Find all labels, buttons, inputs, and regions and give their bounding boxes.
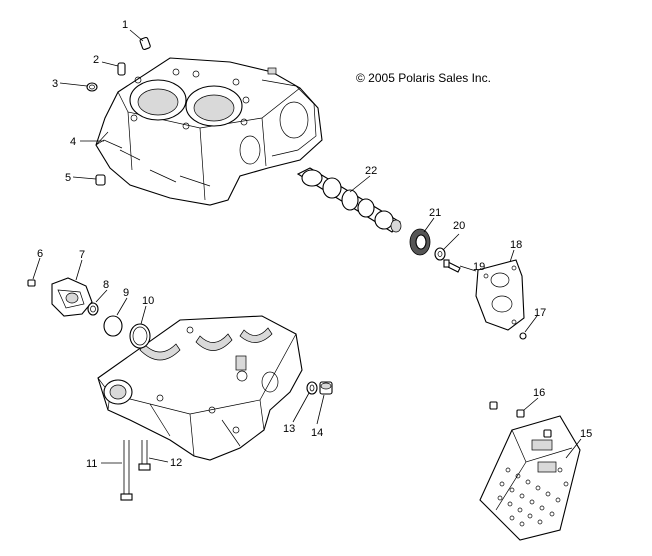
callout-10: 10 xyxy=(142,295,154,307)
callout-17: 17 xyxy=(534,307,546,319)
bolt-12 xyxy=(138,440,151,471)
dowel-pin-2 xyxy=(117,62,126,76)
callout-21: 21 xyxy=(429,207,441,219)
callout-11: 11 xyxy=(86,458,97,470)
callout-12: 12 xyxy=(170,457,182,469)
snap-ring-10 xyxy=(129,323,151,349)
dowel-pin-1 xyxy=(139,36,151,50)
upper-crankcase xyxy=(95,57,323,206)
washer-13 xyxy=(306,381,318,395)
callout-7: 7 xyxy=(79,249,85,261)
callout-3: 3 xyxy=(52,78,58,90)
callout-16: 16 xyxy=(533,387,545,399)
cover-7 xyxy=(51,277,93,317)
o-ring-3 xyxy=(86,82,98,92)
callout-19: 19 xyxy=(473,261,485,273)
lower-crankcase xyxy=(97,315,303,461)
callout-8: 8 xyxy=(103,279,109,291)
camshaft xyxy=(296,167,402,233)
callout-4: 4 xyxy=(70,136,76,148)
callout-2: 2 xyxy=(93,54,99,66)
bolt-11 xyxy=(120,440,133,501)
washer-20 xyxy=(434,247,446,261)
callout-5: 5 xyxy=(65,172,71,184)
skid-plate-15 xyxy=(479,415,581,541)
callout-labels: 1 2 3 4 5 6 7 8 9 10 11 12 13 14 15 16 1… xyxy=(37,19,592,470)
callout-13: 13 xyxy=(283,423,295,435)
screw-17 xyxy=(519,332,527,340)
callout-18: 18 xyxy=(510,239,522,251)
copyright-notice: © 2005 Polaris Sales Inc. xyxy=(356,71,491,85)
screw-6 xyxy=(27,279,36,287)
leader-lines xyxy=(32,29,582,464)
callout-22: 22 xyxy=(365,165,377,177)
screws-16 xyxy=(489,401,552,438)
cover-plate-18 xyxy=(475,259,525,331)
callout-14: 14 xyxy=(311,427,323,439)
bolt-19 xyxy=(443,259,461,273)
plug-5 xyxy=(95,174,106,186)
callout-6: 6 xyxy=(37,248,43,260)
cam-gear-21 xyxy=(409,228,431,256)
callout-15: 15 xyxy=(580,428,592,440)
o-ring-8 xyxy=(87,302,99,316)
callout-9: 9 xyxy=(123,287,129,299)
plug-14 xyxy=(319,381,333,395)
plate-9 xyxy=(103,315,123,337)
callout-20: 20 xyxy=(453,220,465,232)
callout-1: 1 xyxy=(122,19,128,31)
